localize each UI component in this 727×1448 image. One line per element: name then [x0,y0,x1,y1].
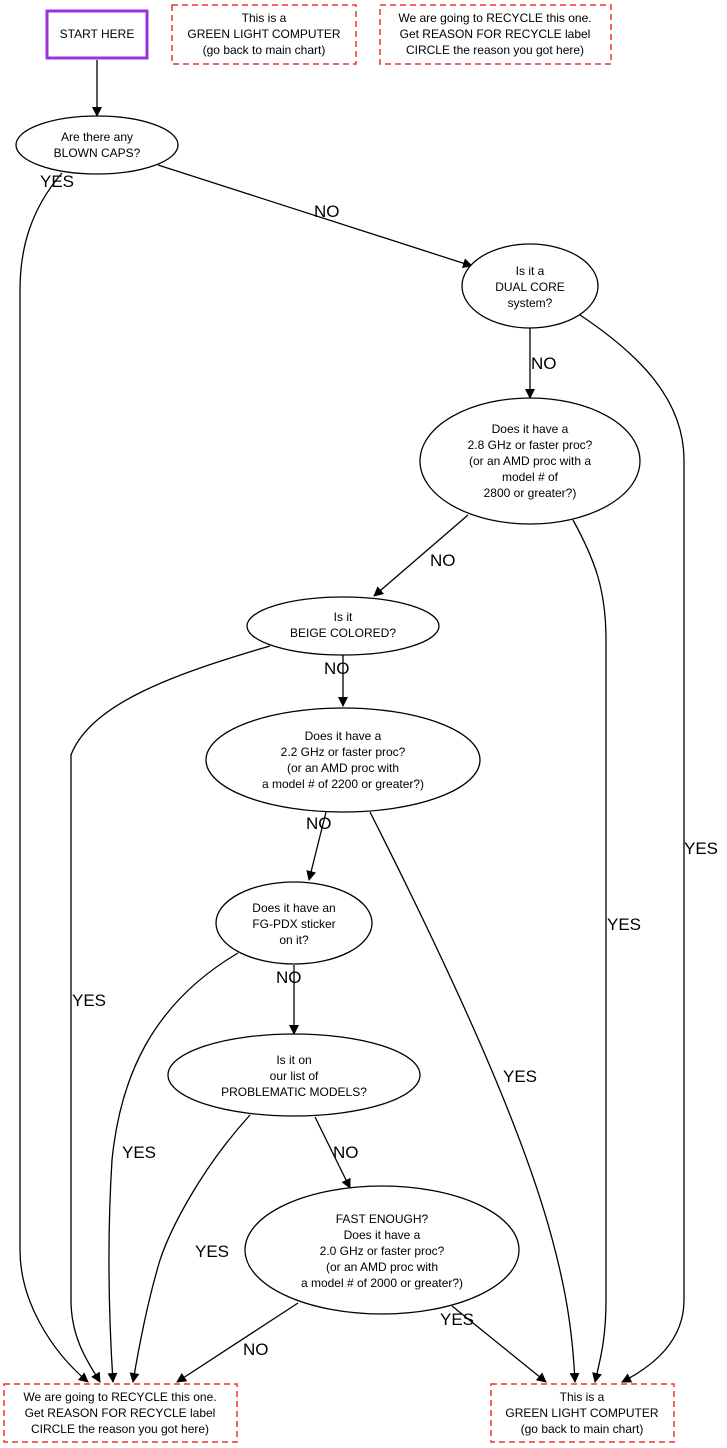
node-ghz28-line-5: 2800 or greater?) [484,486,577,500]
node-fast-enough-line-3: 2.0 GHz or faster proc? [320,1244,445,1258]
legend-recycle-line-1: We are going to RECYCLE this one. [398,11,591,25]
node-recycle-end-line-1: We are going to RECYCLE this one. [23,1390,216,1404]
node-sticker-line-2: FG-PDX sticker [252,917,335,931]
node-ghz-22: Does it have a 2.2 GHz or faster proc? (… [205,707,481,813]
edge-label-ghz28-no: NO [430,551,456,570]
legend-green-light: This is a GREEN LIGHT COMPUTER (go back … [171,4,357,65]
node-ghz22-line-4: a model # of 2200 or greater?) [262,777,424,791]
node-blown-caps-line-1: Are there any [61,130,133,144]
node-beige-line-1: Is it [334,610,353,624]
legend-green-line-3: (go back to main chart) [203,43,326,57]
node-recycle-end-line-2: Get REASON FOR RECYCLE label [25,1406,216,1420]
node-ghz22-line-1: Does it have a [305,729,382,743]
start-label: START HERE [60,27,135,41]
node-fast-enough-line-5: a model # of 2000 or greater?) [301,1276,463,1290]
edge-dual-core-yes [579,314,685,1383]
edge-problematic-yes [129,1114,251,1383]
edge-label-blown-caps-yes: YES [40,172,74,191]
edge-label-problematic-no: NO [333,1143,359,1162]
edge-label-beige-yes: YES [72,991,106,1010]
node-fast-enough-line-1: FAST ENOUGH? [336,1212,429,1226]
node-ghz28-line-2: 2.8 GHz or faster proc? [468,438,593,452]
edge-ghz28-no [373,514,469,597]
node-sticker: Does it have an FG-PDX sticker on it? [215,881,373,965]
node-ghz22-line-3: (or an AMD proc with [287,761,399,775]
edge-label-ghz28-yes: YES [607,915,641,934]
node-green-end-line-1: This is a [560,1390,605,1404]
node-beige: Is it BEIGE COLORED? [246,596,440,656]
edge-label-blown-caps-no: NO [314,202,340,221]
node-dual-core-line-3: system? [508,296,553,310]
legend-recycle-line-3: CIRCLE the reason you got here) [406,43,584,57]
edge-fast-enough-yes [451,1305,547,1383]
node-dual-core-line-2: DUAL CORE [495,280,565,294]
node-ghz28-line-1: Does it have a [492,422,569,436]
edge-label-beige-no: NO [324,659,350,678]
node-problematic-line-3: PROBLEMATIC MODELS? [221,1085,367,1099]
edge-blown-caps-yes [19,172,89,1383]
legend-green-line-1: This is a [242,11,287,25]
edges [19,60,685,1383]
edge-label-fast-enough-no: NO [243,1340,269,1359]
legend-green-line-2: GREEN LIGHT COMPUTER [187,27,340,41]
edge-labels: YES NO NO YES NO YES NO YES NO YES NO YE… [40,172,718,1359]
node-problematic-line-2: our list of [270,1069,319,1083]
edge-ghz22-yes [369,811,580,1383]
edge-label-dual-core-yes: YES [684,839,718,858]
node-blown-caps: Are there any BLOWN CAPS? [15,115,179,175]
edge-ghz28-yes [572,519,607,1383]
node-sticker-line-1: Does it have an [252,901,335,915]
legend-recycle-line-2: Get REASON FOR RECYCLE label [400,27,591,41]
edge-problematic-no [314,1116,351,1189]
node-green-end-line-3: (go back to main chart) [521,1422,644,1436]
node-fast-enough-line-4: (or an AMD proc with [326,1260,438,1274]
start-node: START HERE [45,9,149,60]
edge-label-ghz22-no: NO [306,814,332,833]
node-ghz22-line-2: 2.2 GHz or faster proc? [281,745,406,759]
edge-blown-caps-no [157,164,473,269]
node-blown-caps-line-2: BLOWN CAPS? [54,146,141,160]
node-green-end-line-2: GREEN LIGHT COMPUTER [505,1406,658,1420]
edge-label-sticker-no: NO [276,968,302,987]
edge-label-dual-core-no: NO [531,354,557,373]
edge-label-sticker-yes: YES [122,1143,156,1162]
node-ghz28-line-4: model # of [502,470,559,484]
node-problematic-line-1: Is it on [276,1053,311,1067]
edge-fast-enough-no [176,1302,299,1383]
node-dual-core-line-1: Is it a [516,264,545,278]
node-recycle-end-line-3: CIRCLE the reason you got here) [31,1422,209,1436]
node-ghz-28: Does it have a 2.8 GHz or faster proc? (… [419,397,641,525]
edge-sticker-yes [107,952,239,1383]
edge-beige-yes [70,645,271,1383]
edge-ghz22-no [306,811,327,881]
node-dual-core: Is it a DUAL CORE system? [461,243,599,329]
node-beige-line-2: BEIGE COLORED? [290,626,396,640]
node-sticker-line-3: on it? [279,933,309,947]
node-green-end: This is a GREEN LIGHT COMPUTER (go back … [490,1383,675,1443]
edge-label-ghz22-yes: YES [503,1067,537,1086]
node-recycle-end: We are going to RECYCLE this one. Get RE… [3,1383,238,1443]
edge-label-fast-enough-yes: YES [440,1310,474,1329]
node-fast-enough: FAST ENOUGH? Does it have a 2.0 GHz or f… [244,1185,520,1315]
node-fast-enough-line-2: Does it have a [344,1228,421,1242]
edge-label-problematic-yes: YES [195,1242,229,1261]
node-ghz28-line-3: (or an AMD proc with a [469,454,591,468]
legend-recycle: We are going to RECYCLE this one. Get RE… [379,4,612,65]
node-problematic: Is it on our list of PROBLEMATIC MODELS? [167,1033,421,1117]
